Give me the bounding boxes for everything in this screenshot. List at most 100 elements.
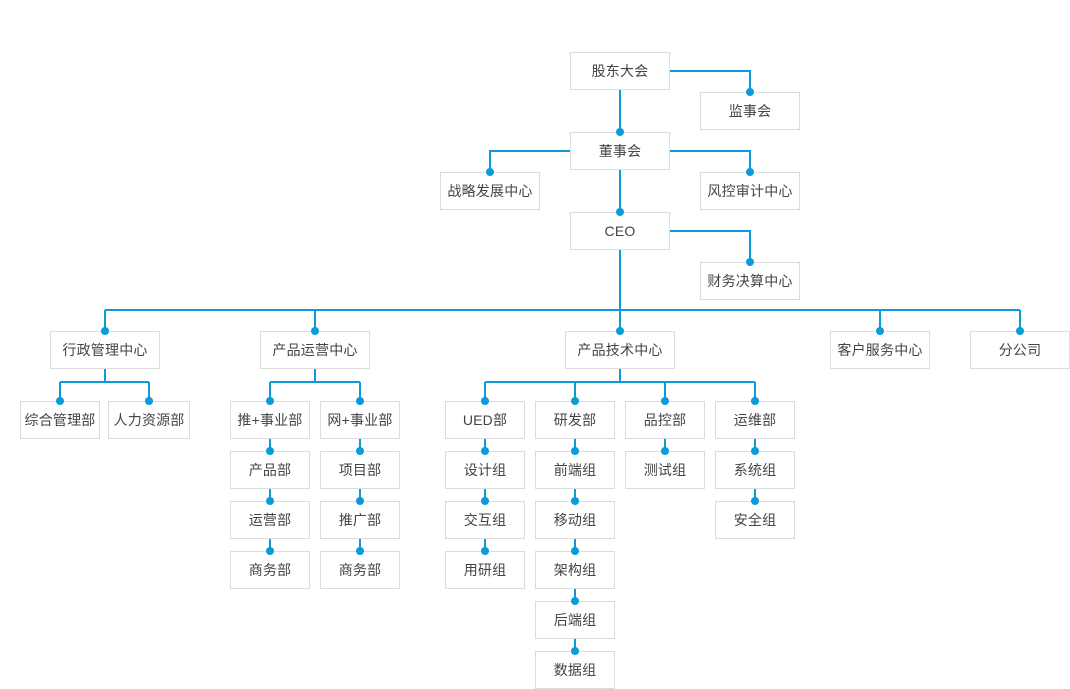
node-board-of-directors[interactable]: 董事会 (570, 132, 670, 170)
node-product-dept[interactable]: 产品部 (230, 451, 310, 489)
node-design-group[interactable]: 设计组 (445, 451, 525, 489)
node-rd-dept[interactable]: 研发部 (535, 401, 615, 439)
connector-dot-operations-to-business-a (266, 547, 274, 555)
node-business-dept-b[interactable]: 商务部 (320, 551, 400, 589)
connector-dot-project-to-promotion (356, 497, 364, 505)
connector-dot-prodtech-drop-qc (661, 397, 669, 405)
node-label-customer-service-center: 客户服务中心 (837, 342, 923, 358)
node-backend-group[interactable]: 后端组 (535, 601, 615, 639)
node-label-backend-group: 后端组 (553, 612, 597, 628)
node-product-ops-center[interactable]: 产品运营中心 (260, 331, 370, 369)
node-label-user-research-group: 用研组 (463, 562, 507, 578)
connector-prodops-stem (270, 369, 360, 383)
connector-dot-promotion-to-business-b (356, 547, 364, 555)
node-label-frontend-group: 前端组 (553, 462, 597, 478)
connector-dot-architecture-to-backend (571, 597, 579, 605)
node-label-operations-dept: 运营部 (248, 512, 292, 528)
node-label-finance-settlement-center: 财务决算中心 (707, 273, 793, 289)
connector-dot-backend-to-data (571, 647, 579, 655)
connector-dot-prodtech-drop-ued (481, 397, 489, 405)
connector-dot-interaction-to-research (481, 547, 489, 555)
node-label-business-dept-a: 商务部 (248, 562, 292, 578)
node-label-hr-dept: 人力资源部 (113, 412, 185, 428)
node-board-of-supervisors[interactable]: 监事会 (700, 92, 800, 130)
connector-dot-admin-drop-general (56, 397, 64, 405)
connector-dot-admin-drop-hr (145, 397, 153, 405)
connector-dot-shareholders-to-board (616, 128, 624, 136)
connector-dot-bus-drop-admin (101, 327, 109, 335)
node-data-group[interactable]: 数据组 (535, 651, 615, 689)
node-qc-dept[interactable]: 品控部 (625, 401, 705, 439)
node-label-wang-plus-div: 网+事业部 (327, 412, 393, 428)
node-customer-service-center[interactable]: 客户服务中心 (830, 331, 930, 369)
node-label-branch-company: 分公司 (998, 342, 1042, 358)
node-hr-dept[interactable]: 人力资源部 (108, 401, 190, 439)
node-business-dept-a[interactable]: 商务部 (230, 551, 310, 589)
connector-prodtech-stem (485, 369, 755, 383)
node-architecture-group[interactable]: 架构组 (535, 551, 615, 589)
node-label-ued-dept: UED部 (462, 412, 508, 428)
connector-dot-board-to-strategy (486, 168, 494, 176)
node-label-risk-audit-center: 风控审计中心 (707, 183, 793, 199)
node-branch-company[interactable]: 分公司 (970, 331, 1070, 369)
node-frontend-group[interactable]: 前端组 (535, 451, 615, 489)
connector-dot-bus-drop-customer-service (876, 327, 884, 335)
connector-dot-mobile-to-architecture (571, 547, 579, 555)
node-mobile-group[interactable]: 移动组 (535, 501, 615, 539)
connector-dot-ued-to-design (481, 447, 489, 455)
connector-dot-system-to-security (751, 497, 759, 505)
connector-dot-rd-to-frontend (571, 447, 579, 455)
node-security-group[interactable]: 安全组 (715, 501, 795, 539)
node-label-product-ops-center: 产品运营中心 (272, 342, 358, 358)
connector-dot-product-to-operations (266, 497, 274, 505)
node-label-tui-plus-div: 推+事业部 (237, 412, 303, 428)
node-label-security-group: 安全组 (733, 512, 777, 528)
connector-dot-wang-to-project (356, 447, 364, 455)
node-label-strategy-dev-center: 战略发展中心 (447, 183, 533, 199)
connector-dot-bus-drop-branch (1016, 327, 1024, 335)
node-interaction-group[interactable]: 交互组 (445, 501, 525, 539)
node-general-admin-dept[interactable]: 综合管理部 (20, 401, 100, 439)
connector-dot-bus-drop-product-ops (311, 327, 319, 335)
connector-dot-board-to-risk-audit (746, 168, 754, 176)
connector-admin-stem (60, 369, 149, 383)
node-promotion-dept[interactable]: 推广部 (320, 501, 400, 539)
node-strategy-dev-center[interactable]: 战略发展中心 (440, 172, 540, 210)
node-tui-plus-div[interactable]: 推+事业部 (230, 401, 310, 439)
node-system-group[interactable]: 系统组 (715, 451, 795, 489)
node-label-ceo: CEO (604, 223, 636, 239)
connector-ceo-to-finance (670, 230, 751, 262)
node-label-rd-dept: 研发部 (553, 412, 597, 428)
connector-dot-shareholders-to-supervisors (746, 88, 754, 96)
node-label-board-of-supervisors: 监事会 (728, 103, 772, 119)
node-product-tech-center[interactable]: 产品技术中心 (565, 331, 675, 369)
node-admin-center[interactable]: 行政管理中心 (50, 331, 160, 369)
node-risk-audit-center[interactable]: 风控审计中心 (700, 172, 800, 210)
node-ued-dept[interactable]: UED部 (445, 401, 525, 439)
node-label-data-group: 数据组 (553, 662, 597, 678)
connector-dot-ceo-to-finance (746, 258, 754, 266)
node-ceo[interactable]: CEO (570, 212, 670, 250)
node-finance-settlement-center[interactable]: 财务决算中心 (700, 262, 800, 300)
node-test-group[interactable]: 测试组 (625, 451, 705, 489)
connector-dot-frontend-to-mobile (571, 497, 579, 505)
node-wang-plus-div[interactable]: 网+事业部 (320, 401, 400, 439)
connector-dot-prodtech-drop-ops (751, 397, 759, 405)
node-operations-dept[interactable]: 运营部 (230, 501, 310, 539)
connector-dot-prodtech-drop-rd (571, 397, 579, 405)
node-label-general-admin-dept: 综合管理部 (24, 412, 96, 428)
connector-dot-design-to-interaction (481, 497, 489, 505)
node-user-research-group[interactable]: 用研组 (445, 551, 525, 589)
node-ops-maintenance-dept[interactable]: 运维部 (715, 401, 795, 439)
node-label-product-tech-center: 产品技术中心 (577, 342, 663, 358)
node-shareholders-meeting[interactable]: 股东大会 (570, 52, 670, 90)
connector-dot-tui-to-product (266, 447, 274, 455)
node-label-system-group: 系统组 (733, 462, 777, 478)
node-project-dept[interactable]: 项目部 (320, 451, 400, 489)
connector-dot-prodops-drop-wang (356, 397, 364, 405)
node-label-shareholders-meeting: 股东大会 (591, 63, 649, 79)
node-label-project-dept: 项目部 (338, 462, 382, 478)
connector-dot-bus-drop-product-tech (616, 327, 624, 335)
connector-board-to-risk-audit (670, 150, 751, 172)
